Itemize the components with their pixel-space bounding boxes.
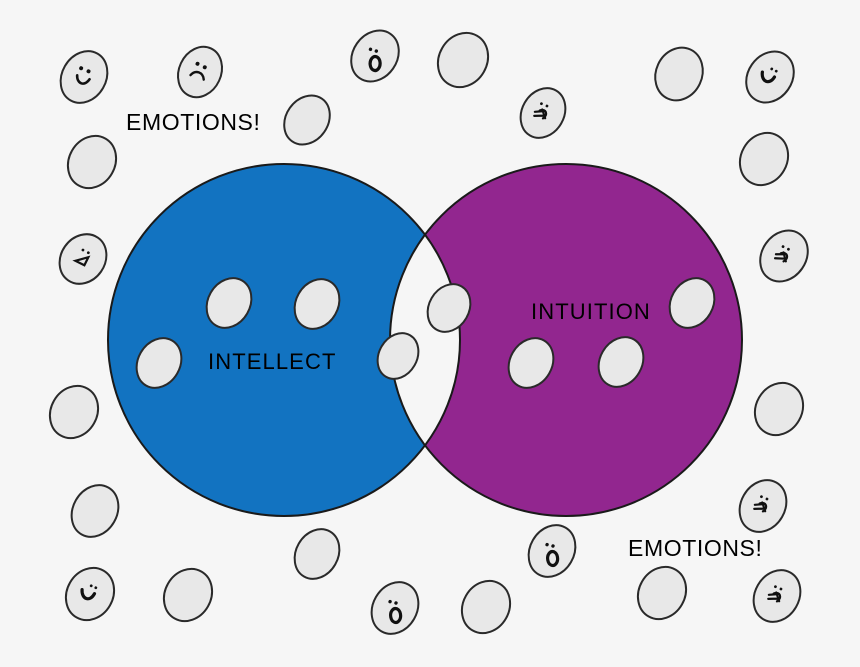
blob-shape <box>745 50 795 104</box>
blob-face-open-mouth <box>545 542 560 568</box>
blob-shape <box>636 565 688 621</box>
blob-face-open-mouth <box>388 599 403 625</box>
blob-shape <box>135 337 183 389</box>
blob-shape <box>376 332 420 380</box>
blob-shape <box>507 337 555 389</box>
blob-face-frown <box>189 61 207 81</box>
blob-shape <box>350 29 400 83</box>
blob-shape <box>293 528 341 580</box>
blob-face-sleepy <box>80 584 98 601</box>
set-circle-intuition[interactable] <box>390 164 742 516</box>
blob-shape <box>283 94 331 146</box>
blob-shape <box>293 278 341 330</box>
blob-shape <box>752 569 802 623</box>
annotation-emotions-top: EMOTIONS! <box>126 109 261 135</box>
blob-face-scribble <box>773 245 790 263</box>
annotation-emotions-bottom: EMOTIONS! <box>628 535 763 561</box>
blob-shape <box>597 336 645 388</box>
blob-shape <box>426 283 472 333</box>
blob-shape <box>48 384 100 440</box>
blob-shape <box>519 87 567 139</box>
blob-shape <box>654 46 704 102</box>
blob-face-smile <box>75 66 91 85</box>
blob-shape <box>370 581 420 635</box>
blob-shape <box>66 134 118 190</box>
blob-shape <box>58 233 108 285</box>
blob-face-wink <box>72 248 91 267</box>
blob-face-open-mouth <box>368 47 382 73</box>
blob-shape <box>162 567 214 623</box>
set-circle-intellect[interactable] <box>108 164 460 516</box>
blob-shape <box>527 524 577 578</box>
blob-shape <box>738 479 788 533</box>
blob-shape <box>205 277 253 329</box>
blob-shape <box>59 50 109 104</box>
blob-face-scribble <box>533 102 549 120</box>
set-label-intuition: INTUITION <box>531 299 651 324</box>
set-circles-group <box>107 163 743 517</box>
blob-shape <box>668 277 716 329</box>
blob-shape <box>70 484 120 538</box>
blob-shape <box>738 131 790 187</box>
blob-shapes-group <box>48 29 809 635</box>
blob-shape <box>436 31 490 89</box>
blob-shape <box>460 579 512 635</box>
blob-shape <box>177 45 223 99</box>
blob-shape <box>753 381 805 437</box>
blob-shape <box>64 566 116 622</box>
blob-shape <box>759 229 809 283</box>
blob-face-scribble <box>767 585 783 603</box>
blob-face-scribble <box>753 495 769 513</box>
set-label-intellect: INTELLECT <box>208 349 337 374</box>
blob-face-sleepy <box>760 67 778 84</box>
set-outline-intellect <box>107 163 461 517</box>
